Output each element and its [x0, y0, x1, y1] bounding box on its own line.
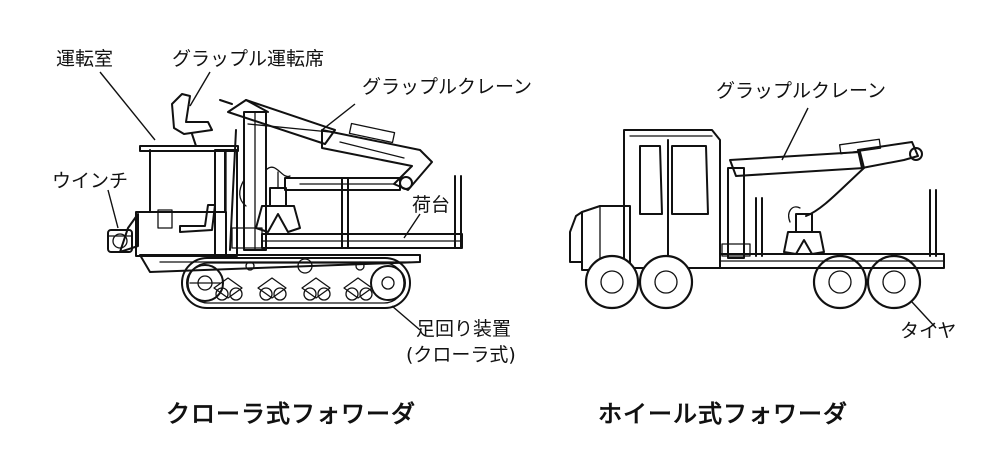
crawler-forwarder-drawing	[99, 71, 463, 331]
crawler-grapple-seat	[171, 93, 213, 147]
wheel-forwarder-drawing	[569, 107, 945, 329]
label-cargo-bed: 荷台	[412, 194, 451, 216]
label-undercarriage: 足回り装置	[416, 318, 512, 340]
label-crawler-crane: グラップルクレーン	[362, 76, 533, 98]
wheel-grapple-crane	[727, 138, 923, 259]
crawler-leader-lines	[99, 71, 421, 331]
caption-crawler-forwarder: クローラ式フォワーダ	[166, 400, 416, 428]
crawler-track	[181, 257, 411, 309]
label-grapple-seat: グラップル運転席	[172, 48, 325, 70]
label-undercarriage-type: (クローラ式)	[406, 344, 516, 366]
wheel-cab	[569, 129, 721, 271]
label-tire: タイヤ	[900, 320, 957, 342]
label-cab: 運転室	[56, 48, 114, 70]
wheel-cargo-bed	[719, 189, 945, 269]
crawler-cab	[107, 145, 239, 257]
crawler-cargo-bed	[231, 175, 463, 249]
crawler-grapple-crane	[219, 99, 433, 251]
wheel-set	[584, 254, 922, 310]
label-wheel-crane: グラップルクレーン	[716, 80, 887, 102]
caption-wheel-forwarder: ホイール式フォワーダ	[598, 400, 848, 428]
label-winch: ウインチ	[52, 170, 129, 192]
crawler-chassis	[139, 254, 421, 273]
wheel-leader-lines	[781, 107, 937, 329]
